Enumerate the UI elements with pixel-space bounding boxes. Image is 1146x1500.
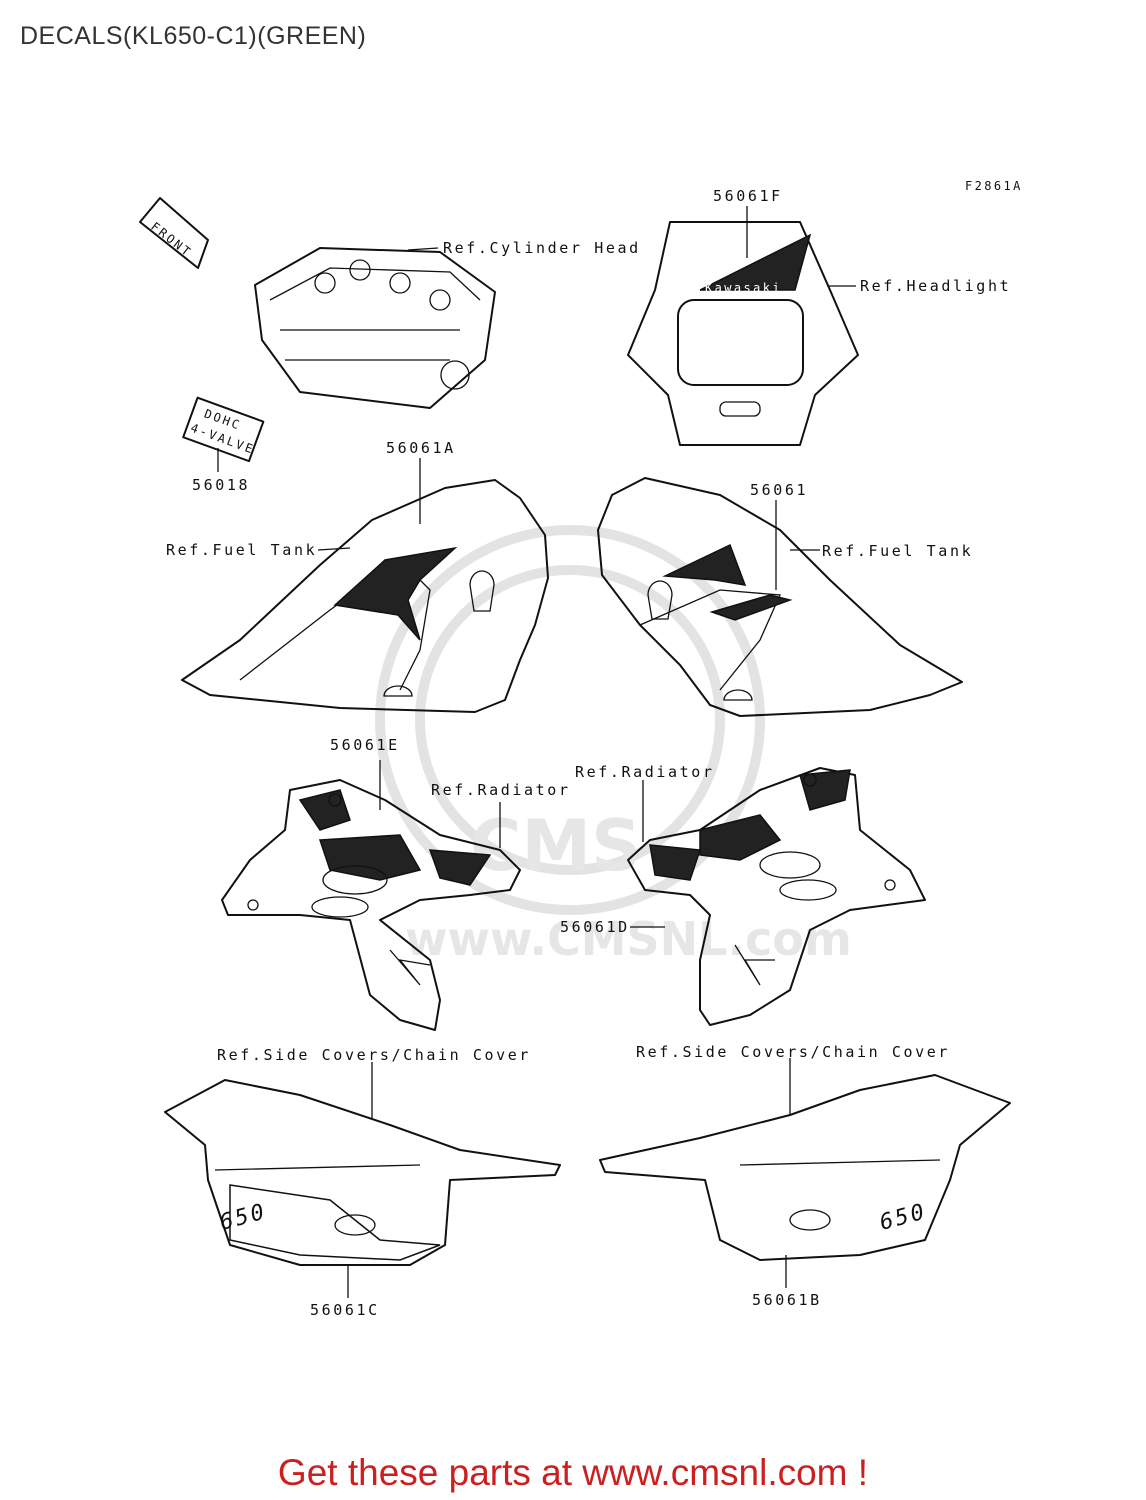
ref-side-covers-left: Ref.Side Covers/Chain Cover (217, 1046, 531, 1064)
ref-side-covers-right: Ref.Side Covers/Chain Cover (636, 1043, 950, 1061)
headlight-badge: Kawasaki (705, 281, 782, 295)
part-56061: 56061 (750, 481, 808, 499)
front-arrow: FRONT (139, 197, 209, 269)
part-56061A: 56061A (386, 439, 456, 457)
cta-link[interactable]: Get these parts at www.cmsnl.com ! (277, 1452, 869, 1493)
radiator-shroud-left-part (221, 779, 521, 1031)
side-number-right: 650 (877, 1199, 929, 1235)
side-cover-right-part: 650 (599, 1074, 1011, 1261)
cylinder-head-part (254, 247, 496, 409)
dohc-decal: DOHC 4-VALVE (182, 396, 265, 463)
front-arrow-label: FRONT (148, 219, 195, 260)
figure-code: F2861A (965, 179, 1023, 193)
parts-diagram: CMS www.CMSNL.com F2861A FRONT Ref.Cylin… (139, 179, 1023, 1319)
fuel-tank-right-part (597, 477, 963, 717)
part-56061C: 56061C (310, 1301, 380, 1319)
ref-radiator-left: Ref.Radiator (431, 781, 571, 799)
part-56061D: 56061D (560, 918, 630, 936)
radiator-shroud-right-part (627, 767, 926, 1026)
ref-cylinder-head: Ref.Cylinder Head (443, 239, 641, 257)
part-56061B: 56061B (752, 1291, 822, 1309)
part-56061E: 56061E (330, 736, 400, 754)
ref-fuel-tank-right: Ref.Fuel Tank (822, 542, 973, 560)
watermark-logo: CMS (470, 805, 641, 887)
watermark: CMS www.CMSNL.com (375, 525, 852, 966)
watermark-inner-ring (415, 565, 725, 875)
part-56061F: 56061F (713, 187, 783, 205)
ref-headlight: Ref.Headlight (860, 277, 1011, 295)
watermark-ring (375, 525, 765, 915)
page-title: DECALS(KL650-C1)(GREEN) (20, 22, 367, 50)
side-cover-left-part: 650 (164, 1079, 561, 1266)
ref-fuel-tank-left: Ref.Fuel Tank (166, 541, 317, 559)
ref-radiator-right: Ref.Radiator (575, 763, 715, 781)
fuel-tank-left-part (181, 479, 549, 713)
headlight-part: Kawasaki (627, 221, 859, 446)
watermark-url: www.CMSNL.com (405, 912, 852, 966)
side-number-left: 650 (217, 1199, 269, 1235)
cta-banner[interactable]: Get these parts at www.cmsnl.com ! (0, 1452, 1146, 1494)
part-56018: 56018 (192, 476, 250, 494)
